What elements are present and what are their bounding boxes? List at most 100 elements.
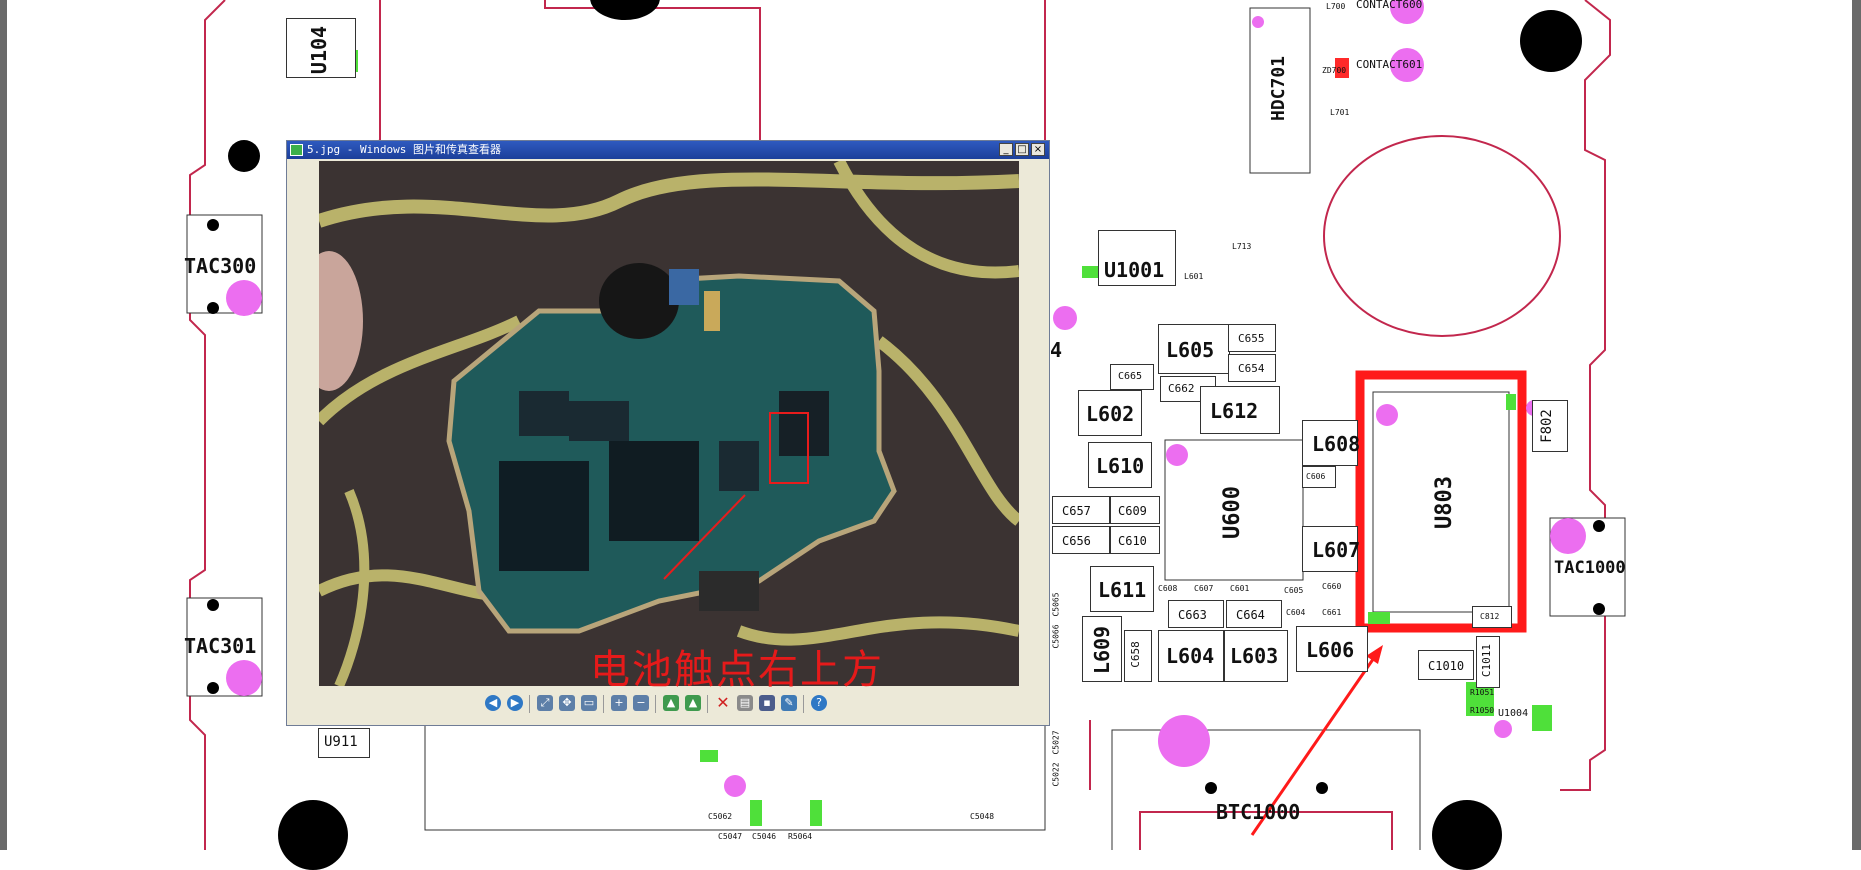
test-pad (1053, 306, 1077, 330)
label-L700: L700 (1326, 2, 1346, 11)
component-F802 (1532, 400, 1568, 452)
label-C605: C605 (1284, 586, 1304, 595)
component-C658 (1124, 630, 1152, 682)
mounting-hole (228, 140, 260, 172)
label-L608: L608 (1312, 432, 1361, 456)
save-icon[interactable]: ▪ (759, 695, 775, 711)
mounting-hole (207, 599, 219, 611)
test-pad (1166, 444, 1188, 466)
label-U600: U600 (1219, 486, 1245, 539)
slideshow-icon[interactable]: ▭ (581, 695, 597, 711)
component-L609 (1082, 616, 1122, 682)
label-C1011: C1011 (1480, 643, 1494, 678)
next-image-icon[interactable]: ▶ (507, 695, 523, 711)
label-TAC1000: TAC1000 (1554, 558, 1626, 578)
title-bar[interactable]: 5.jpg - Windows 图片和传真查看器 _ □ × (287, 141, 1049, 159)
label-C5046: C5046 (752, 832, 777, 841)
image-viewer-window[interactable]: 5.jpg - Windows 图片和传真查看器 _ □ × (286, 140, 1050, 726)
mounting-hole (1593, 520, 1605, 532)
component-L607 (1302, 526, 1358, 572)
label-L701: L701 (1330, 108, 1350, 117)
label-C5066: C5066 (1051, 624, 1061, 649)
label-C5047: C5047 (718, 832, 743, 841)
component-C606 (1302, 466, 1336, 488)
rotate-clockwise-icon[interactable]: ▲ (663, 695, 679, 711)
label-U1004: U1004 (1498, 708, 1529, 719)
label-C609: C609 (1118, 504, 1147, 518)
board-outline (0, 0, 1861, 850)
help-icon[interactable]: ? (811, 695, 827, 711)
component-C664 (1226, 600, 1282, 628)
zoom-in-icon[interactable]: + (611, 695, 627, 711)
label-C657: C657 (1062, 504, 1091, 518)
component-L611 (1090, 566, 1154, 612)
label-L612: L612 (1210, 399, 1259, 423)
mounting-hole (590, 0, 660, 20)
green-pad (700, 750, 718, 762)
label-C812: C812 (1480, 612, 1500, 621)
toolbar-separator (529, 695, 530, 713)
toolbar-separator (655, 695, 656, 713)
maximize-button[interactable]: □ (1015, 143, 1029, 156)
label-partial: 4 (1050, 338, 1063, 362)
mounting-hole (1593, 603, 1605, 615)
mounting-hole (207, 219, 219, 231)
mounting-hole (207, 682, 219, 694)
label-C601: C601 (1230, 584, 1250, 593)
component-U1001 (1098, 230, 1176, 286)
label-TAC300: TAC300 (184, 254, 257, 278)
minimize-button[interactable]: _ (999, 143, 1013, 156)
label-L602: L602 (1086, 402, 1135, 426)
label-C5022: C5022 (1051, 762, 1061, 787)
green-pad (1082, 266, 1100, 278)
rotate-counterclockwise-icon[interactable]: ▲ (685, 695, 701, 711)
label-C662: C662 (1168, 382, 1195, 395)
label-C607: C607 (1194, 584, 1214, 593)
label-C604: C604 (1286, 608, 1306, 617)
label-L601: L601 (1184, 272, 1204, 281)
green-pad (750, 800, 762, 826)
print-icon[interactable]: ▤ (737, 695, 753, 711)
best-fit-icon[interactable]: ⤢ (537, 695, 553, 711)
red-pad (1335, 58, 1349, 78)
test-pad (1158, 715, 1210, 767)
label-L611: L611 (1098, 578, 1147, 602)
label-ZD700: ZD700 (1322, 66, 1347, 75)
mounting-hole (207, 302, 219, 314)
edit-icon[interactable]: ✎ (781, 695, 797, 711)
toolbar-separator (603, 695, 604, 713)
toolbar-separator (803, 695, 804, 713)
delete-icon[interactable]: ✕ (716, 693, 730, 712)
pcb-photo-render (319, 161, 1019, 686)
label-C1010: C1010 (1428, 659, 1465, 673)
component-L610 (1088, 442, 1152, 488)
zoom-out-icon[interactable]: − (633, 695, 649, 711)
component-L605 (1158, 324, 1230, 374)
displayed-photo (319, 161, 1019, 686)
viewer-app-icon (290, 144, 303, 156)
label-C654: C654 (1238, 362, 1265, 375)
label-C5027: C5027 (1051, 730, 1061, 755)
label-HDC701: HDC701 (1268, 55, 1290, 122)
label-R5064: R5064 (788, 832, 813, 841)
actual-size-icon[interactable]: ✥ (559, 695, 575, 711)
component-L602 (1078, 390, 1142, 436)
component-U911 (318, 728, 370, 758)
label-C664: C664 (1236, 608, 1265, 622)
mounting-hole (1432, 800, 1502, 870)
label-R1050: R1050 (1470, 706, 1495, 715)
component-L604 (1158, 630, 1224, 682)
label-U104: U104 (307, 25, 332, 75)
close-button[interactable]: × (1031, 143, 1045, 156)
label-C663: C663 (1178, 608, 1207, 622)
prev-image-icon[interactable]: ◀ (485, 695, 501, 711)
annotation-caption: 电池触点右上方 (590, 647, 884, 693)
green-pad (810, 800, 822, 826)
label-C610: C610 (1118, 534, 1147, 548)
component-L606 (1296, 626, 1368, 672)
toolbar-separator (707, 695, 708, 713)
component-C656 (1052, 526, 1110, 554)
label-L610: L610 (1096, 454, 1145, 478)
component-C663 (1168, 600, 1224, 628)
component-C665 (1110, 364, 1154, 390)
